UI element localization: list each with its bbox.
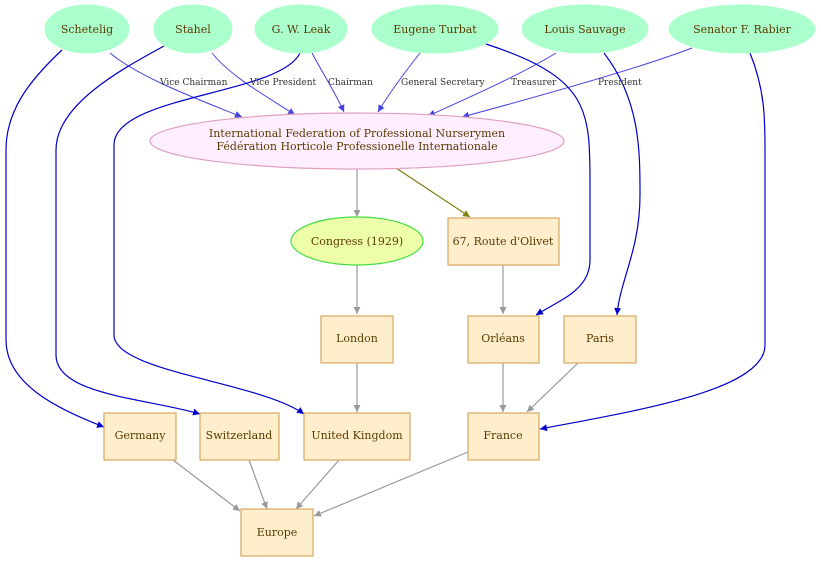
- edge-rabier-federation: [461, 47, 693, 119]
- node-uk[interactable]: United Kingdom: [303, 412, 411, 461]
- node-label: Eugene Turbat: [393, 23, 477, 36]
- edge-schetelig-germany: [5, 49, 105, 428]
- edge-turbat-federation: [377, 52, 421, 113]
- role-edges: [109, 47, 693, 119]
- node-europe[interactable]: Europe: [240, 508, 314, 557]
- node-label: Europe: [257, 526, 298, 539]
- node-label: Louis Sauvage: [544, 23, 625, 36]
- label-treasurer: Treasurer: [511, 78, 557, 88]
- edge-leak-federation: [311, 52, 345, 113]
- node-label: United Kingdom: [311, 429, 403, 442]
- label-chairman: Chairman: [328, 78, 373, 88]
- edge-stahel-federation: [211, 52, 296, 116]
- node-stahel[interactable]: Stahel: [153, 4, 233, 54]
- people-nodes: Schetelig Stahel G. W. Leak Eugene Turba…: [44, 4, 816, 54]
- node-schetelig[interactable]: Schetelig: [44, 4, 130, 54]
- edge-stahel-switzerland: [55, 45, 201, 416]
- node-london[interactable]: London: [320, 315, 394, 364]
- location-edges: [5, 43, 766, 432]
- edge-sauvage-paris: [603, 52, 641, 316]
- label-general-secretary: General Secretary: [401, 78, 485, 88]
- node-label: Switzerland: [206, 429, 273, 442]
- node-paris[interactable]: Paris: [563, 315, 637, 364]
- node-leak[interactable]: G. W. Leak: [254, 4, 348, 54]
- node-label: London: [336, 332, 378, 345]
- node-federation[interactable]: International Federation of Professional…: [149, 112, 565, 170]
- federation-line2: Fédération Horticole Professionelle Inte…: [216, 140, 497, 153]
- node-address[interactable]: 67, Route d'Olivet: [447, 217, 560, 266]
- node-label: G. W. Leak: [272, 23, 331, 36]
- node-label: Germany: [115, 429, 167, 442]
- edge-federation-address: [395, 167, 471, 218]
- edge-turbat-orleans: [485, 43, 591, 316]
- node-label: Congress (1929): [311, 235, 403, 248]
- node-sauvage[interactable]: Louis Sauvage: [521, 4, 649, 54]
- edge-sauvage-federation: [427, 52, 557, 117]
- label-president: President: [598, 78, 642, 88]
- edge-uk-europe: [295, 459, 340, 510]
- label-vice-president: Vice President: [249, 78, 317, 88]
- role-labels: Vice Chairman Vice President Chairman Ge…: [159, 78, 642, 88]
- federation-line1: International Federation of Professional…: [209, 127, 505, 140]
- edge-schetelig-federation: [109, 52, 243, 118]
- node-turbat[interactable]: Eugene Turbat: [371, 4, 499, 54]
- edge-rabier-france: [539, 52, 766, 432]
- edge-paris-france: [526, 362, 579, 413]
- place-nodes: London Orléans Paris Germany Switzerland…: [103, 315, 637, 557]
- node-label: Senator F. Rabier: [693, 23, 792, 36]
- node-label: France: [483, 429, 522, 442]
- node-rabier[interactable]: Senator F. Rabier: [668, 4, 816, 54]
- node-switzerland[interactable]: Switzerland: [199, 412, 280, 461]
- node-label: Paris: [586, 332, 614, 345]
- structure-edges: [172, 168, 579, 517]
- node-germany[interactable]: Germany: [103, 412, 177, 461]
- label-vice-chairman: Vice Chairman: [159, 78, 228, 88]
- edge-france-europe: [313, 451, 469, 517]
- node-orleans[interactable]: Orléans: [467, 315, 540, 364]
- node-label: Orléans: [481, 332, 525, 345]
- node-france[interactable]: France: [467, 412, 540, 461]
- node-congress[interactable]: Congress (1929): [290, 216, 424, 266]
- edge-leak-uk: [113, 52, 305, 415]
- edge-germany-europe: [172, 459, 241, 512]
- edge-switzerland-europe: [248, 459, 268, 510]
- node-label: Stahel: [175, 23, 211, 36]
- node-label: Schetelig: [61, 23, 113, 36]
- node-label: 67, Route d'Olivet: [453, 235, 554, 248]
